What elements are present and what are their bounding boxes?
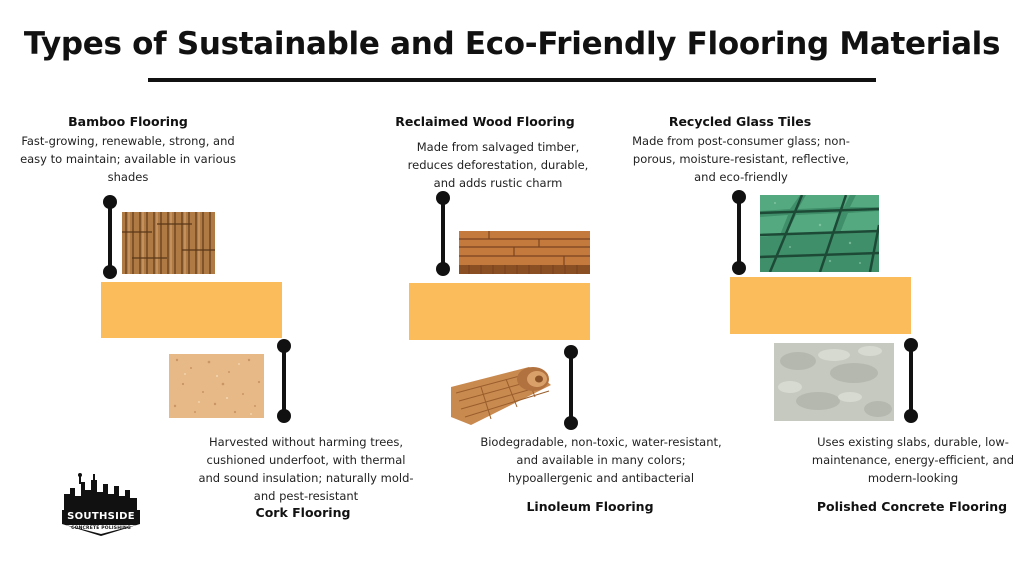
title-underline <box>148 78 876 82</box>
reclaimed-wood-description: Made from salvaged timber, reduces defor… <box>407 140 589 190</box>
cork-heading: Cork Flooring <box>255 505 351 520</box>
logo-text-concrete-polishing: CONCRETE POLISHING <box>71 526 131 531</box>
polished-concrete-connector-bottom-dot <box>904 409 918 423</box>
polished-concrete-heading: Polished Concrete Flooring <box>816 499 1008 514</box>
reclaimed-wood-connector-line <box>441 198 445 268</box>
linoleum-heading: Linoleum Flooring <box>526 499 654 514</box>
reclaimed-wood-heading: Reclaimed Wood Flooring <box>395 114 575 129</box>
bamboo-heading: Bamboo Flooring <box>68 114 188 129</box>
recycled-glass-heading: Recycled Glass Tiles <box>668 114 812 129</box>
reclaimed-wood-flooring-image <box>459 231 590 274</box>
linoleum-connector-line <box>569 352 573 422</box>
southside-logo <box>60 468 142 542</box>
cork-description: Harvested without harming trees, cushion… <box>198 435 414 503</box>
bamboo-description: Fast-growing, renewable, strong, and eas… <box>20 134 236 184</box>
polished-concrete-flooring-image <box>774 343 894 421</box>
polished-concrete-connector-line <box>909 345 913 415</box>
bamboo-flooring-image <box>122 212 215 274</box>
glass-concrete-accent-bar <box>730 277 911 334</box>
polished-concrete-description: Uses existing slabs, durable, low-mainte… <box>811 435 1015 485</box>
bamboo-cork-accent-bar <box>101 282 282 338</box>
recycled-glass-connector-bottom-dot <box>732 261 746 275</box>
page-title: Types of Sustainable and Eco-Friendly Fl… <box>23 26 1001 62</box>
recycled-glass-description: Made from post-consumer glass; non-porou… <box>632 134 850 184</box>
linoleum-flooring-image <box>451 357 551 425</box>
bamboo-connector-line <box>108 202 112 270</box>
logo-text-southside: SOUTHSIDE <box>67 511 135 522</box>
recycled-glass-connector-line <box>737 197 741 267</box>
reclaimed-wood-connector-bottom-dot <box>436 262 450 276</box>
cork-flooring-image <box>169 354 264 418</box>
linoleum-connector-bottom-dot <box>564 416 578 430</box>
cork-connector-bottom-dot <box>277 409 291 423</box>
recycled-glass-tiles-image <box>760 195 879 272</box>
cork-connector-line <box>282 346 286 414</box>
bamboo-connector-bottom-dot <box>103 265 117 279</box>
reclaimed-linoleum-accent-bar <box>409 283 590 340</box>
linoleum-description: Biodegradable, non-toxic, water-resistan… <box>480 435 722 485</box>
